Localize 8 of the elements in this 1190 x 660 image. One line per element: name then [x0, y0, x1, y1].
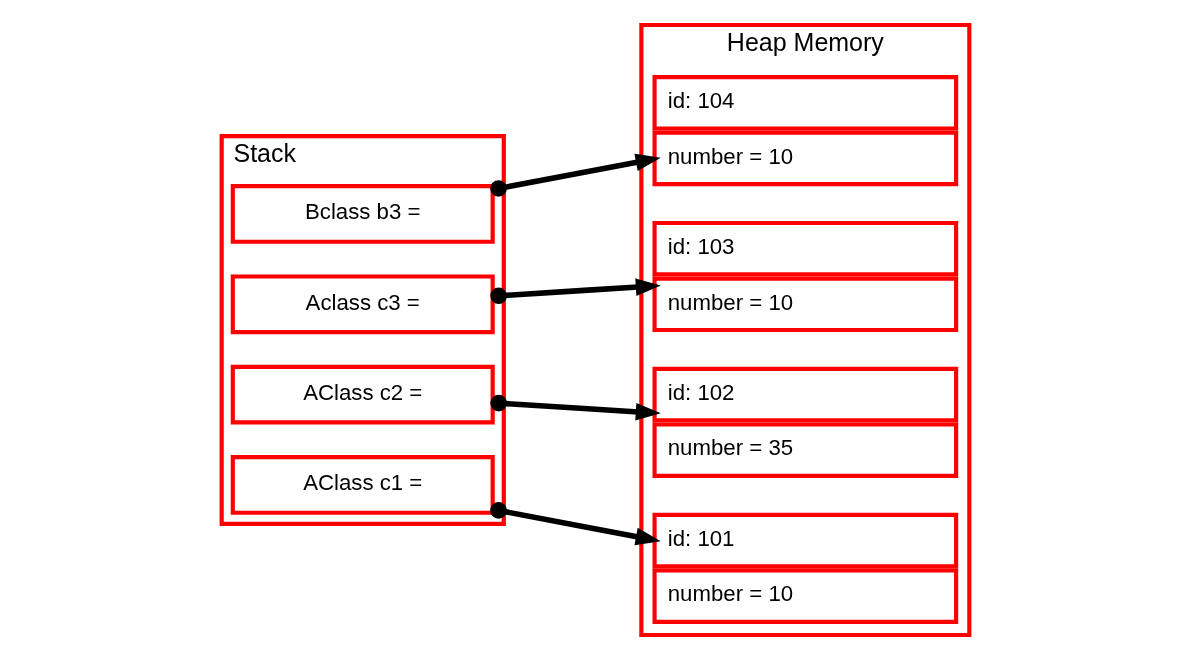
node-box: Aclass c3 =: [230, 274, 495, 335]
node-box: AClass c1 =: [230, 455, 495, 515]
arrow: [489, 394, 661, 421]
node-box: Bclass b3 =: [230, 184, 495, 244]
node-box: AClass c2 =: [230, 364, 495, 425]
arrow: [489, 278, 661, 305]
arrow: [489, 153, 661, 197]
arrow: [489, 502, 661, 546]
